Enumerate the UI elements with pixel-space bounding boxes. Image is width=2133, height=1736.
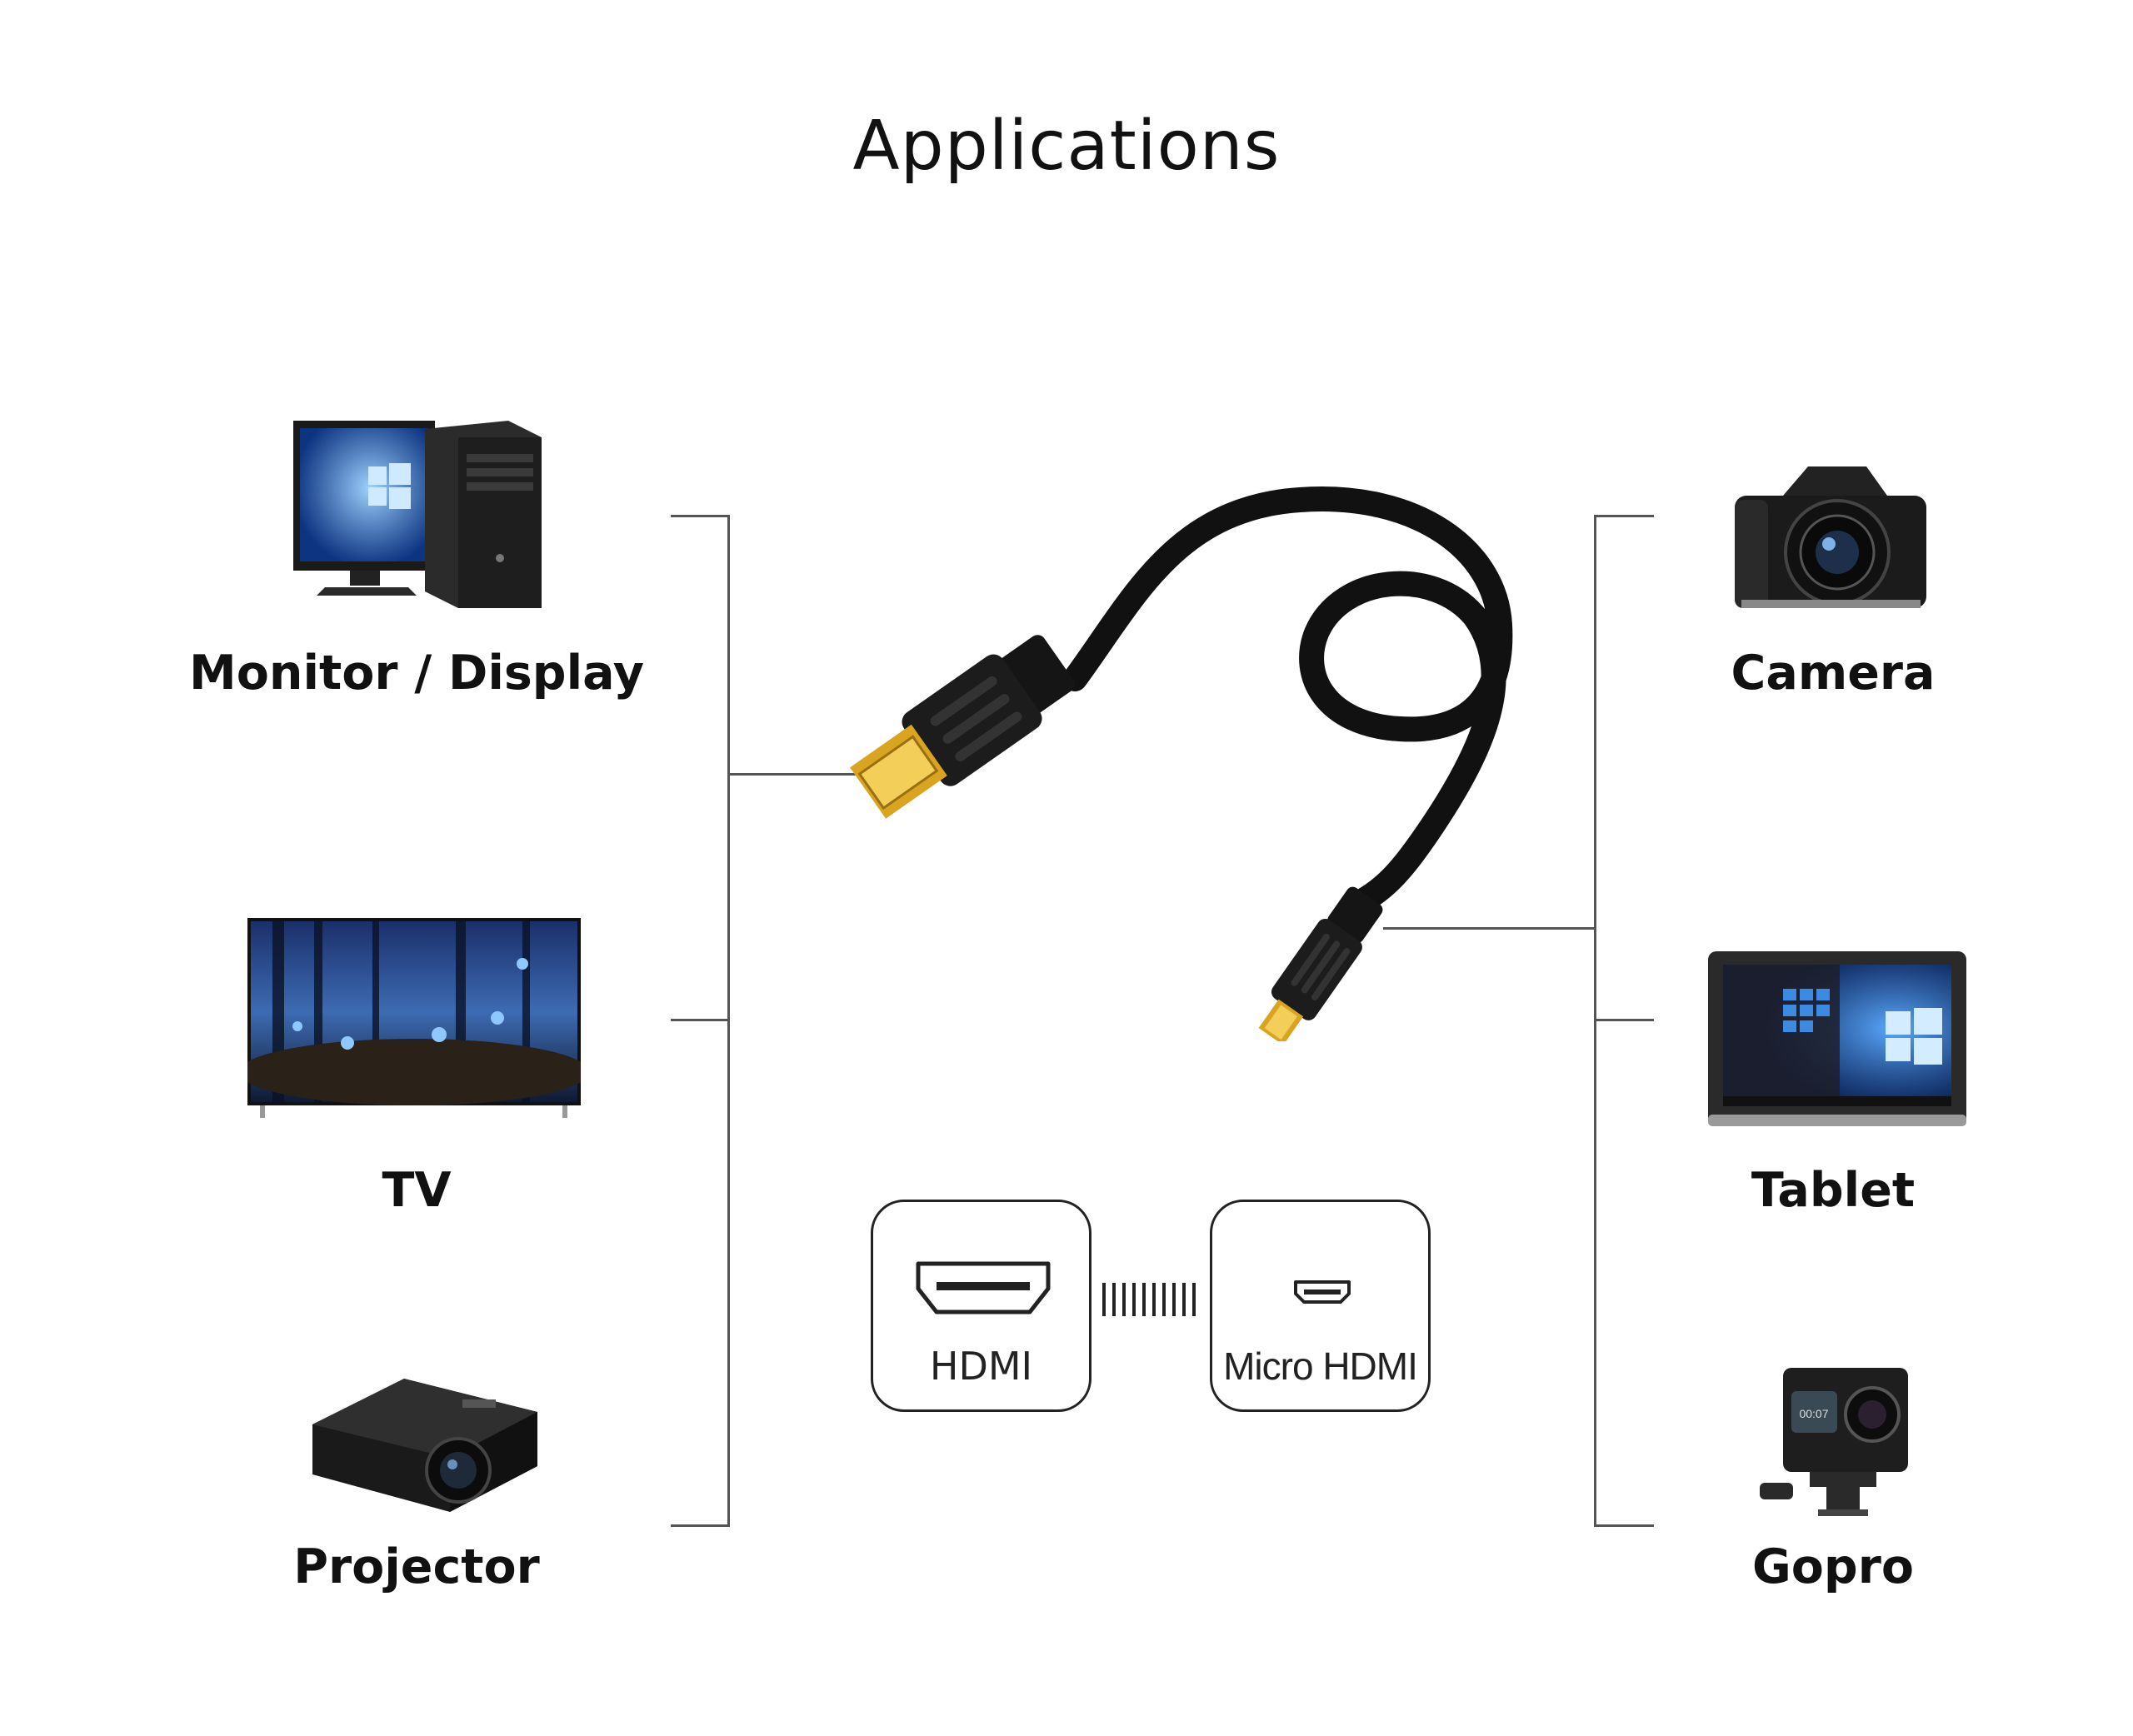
connector-link-lines [1102, 1283, 1198, 1316]
desktop-pc-icon [293, 421, 542, 608]
device-tablet [1708, 951, 1966, 1126]
page-title: Applications [852, 107, 1281, 186]
device-label-monitor: Monitor / Display [188, 646, 644, 701]
connector-label-micro-hdmi: Micro HDMI [1223, 1344, 1418, 1388]
connector-card-micro-hdmi: Micro HDMI [1210, 1200, 1431, 1412]
device-camera [1733, 462, 1929, 612]
gopro-icon: 00:07 [1760, 1368, 1908, 1516]
tablet-icon [1708, 951, 1966, 1126]
device-tv [247, 918, 581, 1126]
device-label-tv: TV [382, 1163, 452, 1218]
connector-card-hdmi: HDMI [871, 1200, 1091, 1412]
hdmi-cable-image [817, 475, 1566, 1041]
device-label-gopro: Gopro [1751, 1539, 1915, 1594]
device-gopro: 00:07 [1760, 1366, 1918, 1516]
micro-hdmi-port-icon [1294, 1280, 1351, 1304]
device-label-projector: Projector [293, 1539, 540, 1594]
projector-icon [312, 1379, 537, 1512]
tv-icon [247, 918, 581, 1118]
device-projector [312, 1374, 537, 1516]
connector-label-hdmi: HDMI [929, 1344, 1033, 1389]
hdmi-port-icon [916, 1261, 1051, 1314]
device-label-tablet: Tablet [1751, 1163, 1916, 1218]
hdmi-cable-icon [850, 486, 1513, 1041]
camera-icon [1735, 466, 1926, 608]
device-label-camera: Camera [1731, 646, 1936, 701]
device-monitor [292, 417, 542, 608]
svg-text:00:07: 00:07 [1799, 1407, 1828, 1420]
